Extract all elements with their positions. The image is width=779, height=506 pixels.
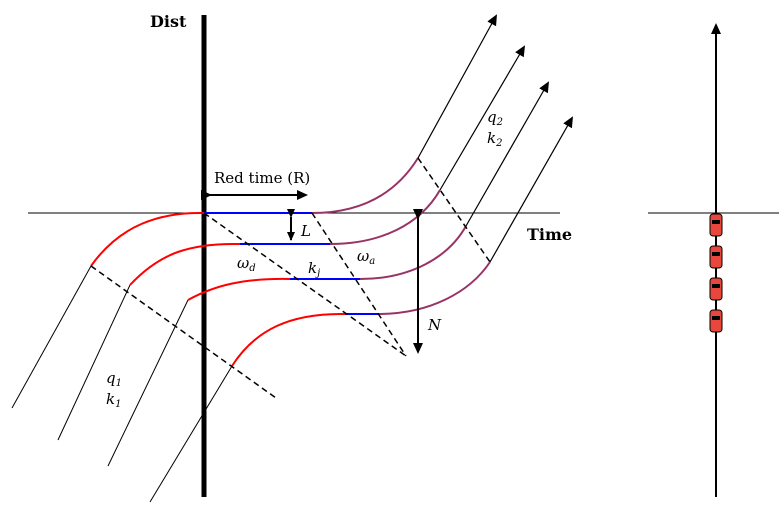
q2-symbol: q <box>487 108 497 126</box>
L-label: L <box>300 222 311 240</box>
k2-symbol: k <box>487 129 496 147</box>
incoming-trajectory <box>107 299 189 467</box>
vehicle <box>709 277 723 301</box>
deceleration-curves <box>90 211 346 367</box>
kj-symbol: k <box>308 259 317 277</box>
time-label: Time <box>527 225 572 244</box>
incoming-trajectory <box>149 365 233 503</box>
omega-d-symbol: ω <box>237 254 249 272</box>
q1-subscript: 1 <box>116 378 122 389</box>
N-label: N <box>427 316 442 334</box>
outgoing-trajectory <box>439 45 526 191</box>
kj-label: kj <box>308 259 320 279</box>
k1-label: k1 <box>106 390 121 410</box>
queued-vehicles <box>709 213 723 333</box>
kj-subscript: j <box>315 268 320 279</box>
red-curve <box>129 242 241 286</box>
dist-label: Dist <box>150 12 187 31</box>
outgoing-trajectories <box>417 14 573 263</box>
vehicle <box>709 213 723 237</box>
omega-a-subscript: a <box>369 256 375 267</box>
outgoing-trajectory <box>489 116 573 263</box>
red-time-label: Red time (R) <box>214 169 310 187</box>
incoming-trajectories <box>11 265 233 503</box>
omega-d-label: ωd <box>237 254 256 274</box>
vehicle <box>709 245 723 269</box>
queue-shockwave-omega-a <box>311 212 407 357</box>
k2-subscript: 2 <box>495 138 502 149</box>
k1-subscript: 1 <box>115 399 121 410</box>
vehicle <box>709 309 723 333</box>
k1-symbol: k <box>106 390 115 408</box>
purple-curve <box>359 225 467 280</box>
q1-label: q1 <box>106 369 122 389</box>
purple-curve <box>329 189 441 245</box>
q1-symbol: q <box>106 369 116 387</box>
acceleration-curves <box>311 157 491 315</box>
q2-subscript: 2 <box>496 117 503 128</box>
purple-curve <box>311 157 419 214</box>
incoming-trajectory <box>57 284 131 441</box>
omega-a-label: ωa <box>357 247 375 267</box>
omega-a-symbol: ω <box>357 247 369 265</box>
shockwave-lines <box>90 157 491 399</box>
red-curve <box>90 211 205 267</box>
purple-curve <box>377 261 491 315</box>
departure-shockwave-downstream <box>417 157 491 263</box>
omega-d-subscript: d <box>249 263 255 274</box>
departure-shockwave-omega-d <box>203 212 407 357</box>
red-curve <box>231 312 346 367</box>
q2-label: q2 <box>487 108 503 128</box>
outgoing-trajectory <box>465 81 549 227</box>
arrival-shockwave-upstream <box>90 265 277 399</box>
k2-label: k2 <box>487 129 502 149</box>
outgoing-trajectory <box>417 14 497 159</box>
incoming-trajectory <box>11 265 92 409</box>
road-view <box>648 23 779 497</box>
red-curve <box>187 277 291 301</box>
